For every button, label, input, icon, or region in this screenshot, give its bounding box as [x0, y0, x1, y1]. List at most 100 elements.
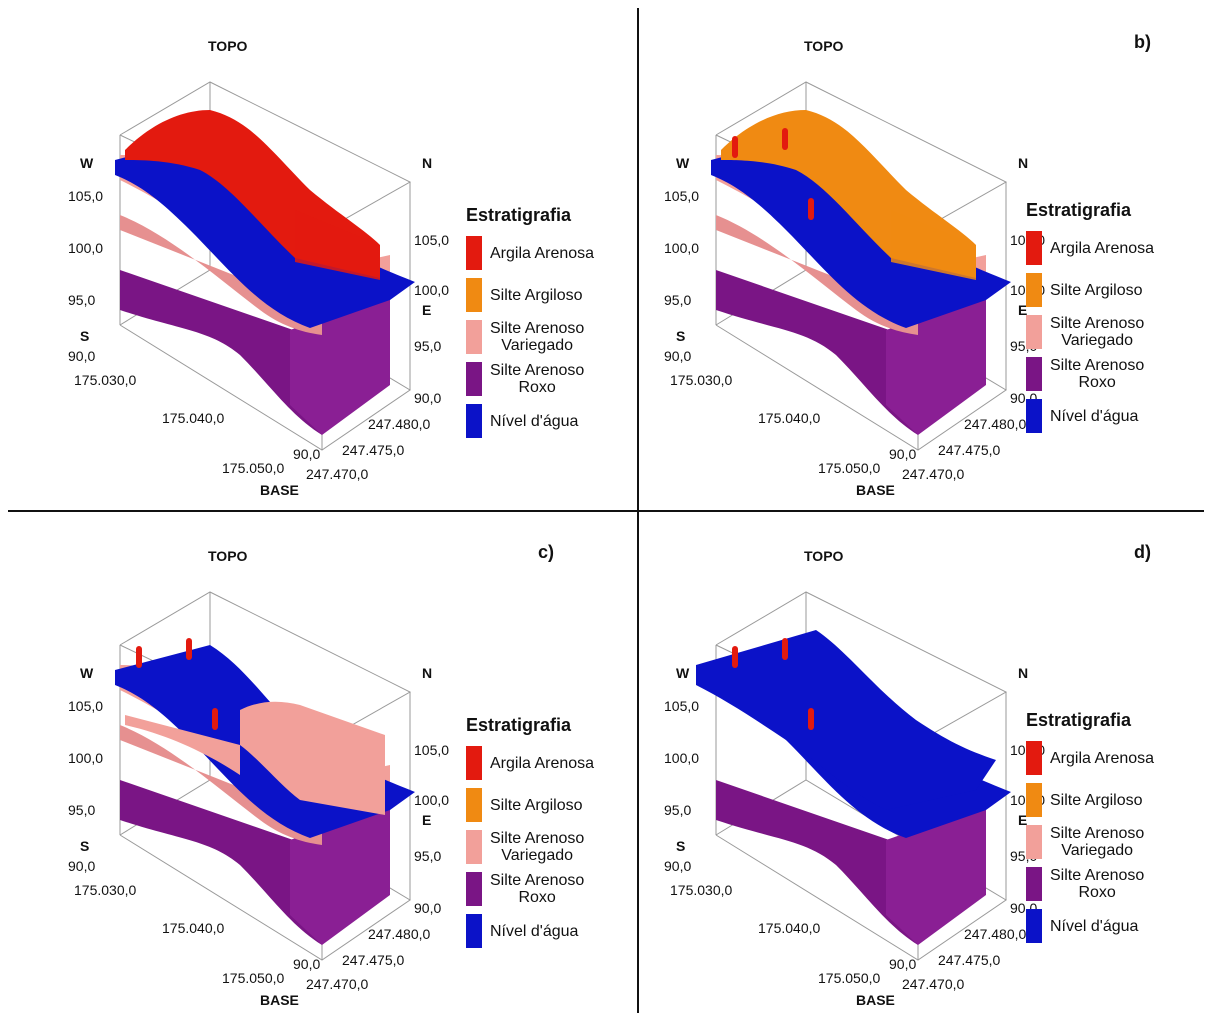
base-label: BASE — [856, 992, 895, 1008]
topo-label: TOPO — [804, 548, 844, 564]
x-tick: 175.030,0 — [670, 882, 733, 898]
left-z-tick: 100,0 — [664, 750, 700, 766]
legend-label: Silte Argiloso — [490, 797, 583, 814]
w-label: W — [80, 665, 94, 681]
panel-d: TOPOBASEd)WNSE105,0100,095,090,0105,0100… — [606, 520, 1206, 1020]
legend-title: Estratigrafia — [466, 205, 572, 225]
legend-label-line2: Roxo — [518, 379, 556, 396]
legend-item: Silte Argiloso — [466, 784, 594, 826]
legend-item: Nível d'água — [466, 910, 594, 952]
legend-label-line1: Argila Arenosa — [490, 754, 595, 772]
x-tick: 175.050,0 — [818, 970, 881, 986]
legend-item: Nível d'água — [1026, 905, 1154, 947]
n-label: N — [1018, 155, 1029, 171]
legend-label-line1: Argila Arenosa — [1050, 239, 1155, 257]
legend-swatch — [466, 278, 482, 312]
legend-swatch — [1026, 399, 1042, 433]
legend-title: Estratigrafia — [466, 715, 572, 735]
horizontal-divider — [8, 510, 1204, 512]
layer-top-front — [891, 210, 976, 280]
base-label: BASE — [856, 482, 895, 498]
left-z-tick: 90,0 — [68, 348, 96, 364]
legend-item: Silte Argiloso — [1026, 269, 1154, 311]
right-z-tick: 100,0 — [414, 282, 450, 298]
legend-item: Silte Argiloso — [1026, 779, 1154, 821]
legend-swatch — [1026, 315, 1042, 349]
panel-letter: c) — [538, 542, 555, 562]
legend-label-line1: Nível d'água — [1050, 917, 1139, 935]
right-z-tick: 90,0 — [414, 900, 442, 916]
layer-silte-arenoso-roxo — [120, 270, 322, 435]
legend-swatch — [466, 914, 482, 948]
x-tick: 175.040,0 — [758, 920, 821, 936]
left-z-tick: 95,0 — [664, 292, 692, 308]
n-label: N — [1018, 665, 1029, 681]
layer-top-variegado — [240, 701, 385, 815]
legend-label-line1: Silte Arenoso — [1050, 357, 1145, 374]
topo-label: TOPO — [804, 38, 844, 54]
legend-label-line1: Nível d'água — [490, 922, 579, 940]
legend-label-line1: Nível d'água — [1050, 407, 1139, 425]
layer-silte-arenoso-roxo — [120, 780, 322, 945]
borehole-2 — [808, 708, 814, 730]
legend-label: Argila Arenosa — [490, 245, 594, 262]
panel-b: TOPOBASEb)WNSE105,0100,095,090,0105,0100… — [606, 10, 1206, 510]
left-z-tick: 105,0 — [664, 698, 700, 714]
block-diagram-d — [696, 591, 1011, 961]
w-label: W — [80, 155, 94, 171]
legend-label-line1: Argila Arenosa — [1050, 749, 1155, 767]
left-z-tick: 90,0 — [68, 858, 96, 874]
y-tick: 247.475,0 — [938, 442, 1001, 458]
left-z-tick: 105,0 — [68, 698, 104, 714]
panel-letter: d) — [1134, 542, 1151, 562]
left-z-tick: 100,0 — [68, 240, 104, 256]
legend-label-line1: Silte Arenoso — [490, 872, 585, 889]
left-z-tick: 95,0 — [664, 802, 692, 818]
y-tick: 247.480,0 — [964, 416, 1027, 432]
legend-label: Nível d'água — [1050, 408, 1138, 425]
borehole-1 — [782, 638, 788, 660]
n-label: N — [422, 155, 433, 171]
legend-label: Argila Arenosa — [490, 755, 594, 772]
legend-label: Nível d'água — [490, 413, 578, 430]
borehole-0 — [732, 646, 738, 668]
layer-silte-arenoso-roxo — [716, 270, 918, 435]
right-z-tick: 95,0 — [414, 338, 442, 354]
legend-swatch — [466, 362, 482, 396]
legend-swatch — [1026, 741, 1042, 775]
y-tick: 247.480,0 — [368, 416, 431, 432]
right-z-tick: 105,0 — [414, 742, 450, 758]
legend-swatch — [1026, 867, 1042, 901]
corner-tick: 90,0 — [889, 956, 917, 972]
layer-nivel-agua-top — [696, 630, 996, 810]
legend-swatch — [1026, 825, 1042, 859]
legend-swatch — [466, 320, 482, 354]
borehole-0 — [732, 136, 738, 158]
layer-variegado-left — [125, 715, 240, 775]
s-label: S — [676, 838, 686, 854]
borehole-2 — [808, 198, 814, 220]
legend-label-line1: Silte Argiloso — [490, 286, 583, 304]
n-label: N — [422, 665, 433, 681]
legend-label-line1: Silte Arenoso — [1050, 825, 1145, 842]
legend-item: Nível d'água — [466, 400, 594, 442]
legend-label-line2: Variegado — [1061, 332, 1134, 349]
x-tick: 175.040,0 — [758, 410, 821, 426]
y-tick: 247.475,0 — [342, 952, 405, 968]
legend-item: Argila Arenosa — [466, 232, 594, 274]
legend-label-line2: Variegado — [501, 337, 574, 354]
layer-top-front — [295, 210, 380, 280]
legend-label-line2: Roxo — [1078, 884, 1116, 901]
legend-title: Estratigrafia — [1026, 200, 1132, 220]
